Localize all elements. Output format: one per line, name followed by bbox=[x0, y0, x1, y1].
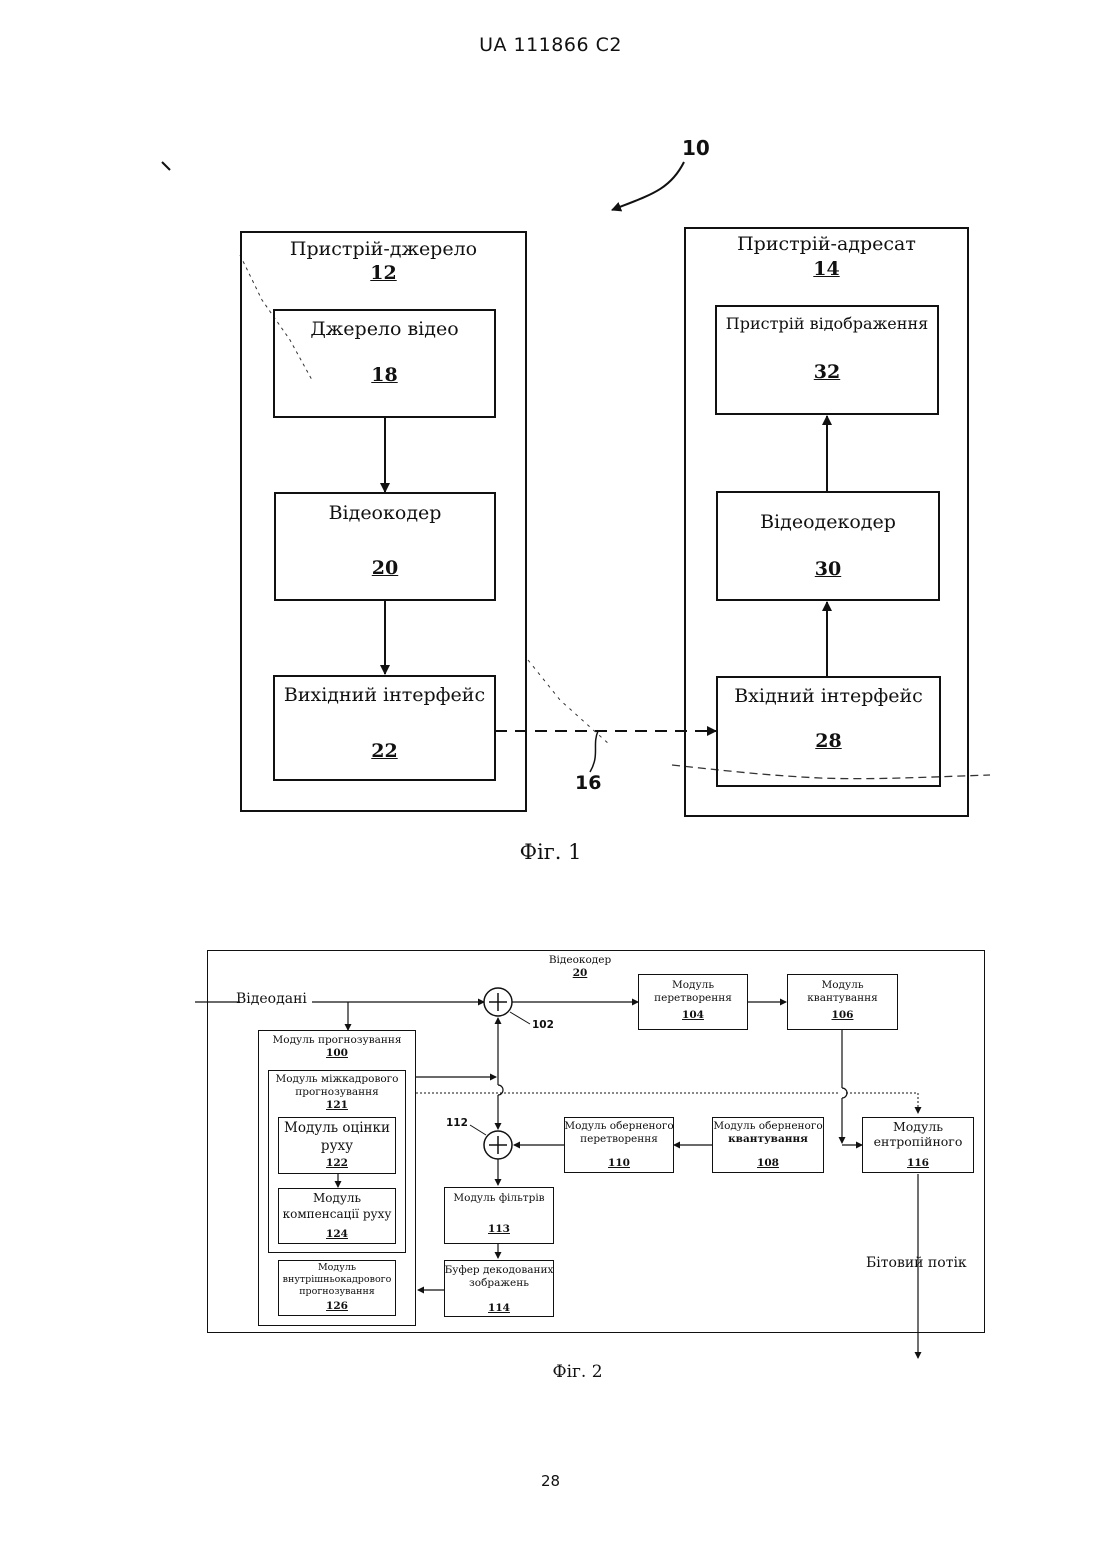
fig2-encoder-label: Відеокодер bbox=[530, 954, 630, 966]
summer-102-ref: 102 bbox=[532, 1019, 554, 1031]
prediction-module-ref: 100 bbox=[258, 1047, 416, 1059]
motion-estimation-label-1: Модуль оцінки bbox=[278, 1120, 396, 1136]
entropy-label-2: ентропійного bbox=[863, 1134, 973, 1149]
motion-compensation-label-2: компенсації руху bbox=[278, 1207, 396, 1221]
quantization-label-1: Модуль bbox=[787, 979, 898, 991]
fig2-caption: Фіг. 2 bbox=[0, 1362, 1101, 1382]
video-data-input-label: Відеодані bbox=[236, 991, 307, 1007]
motion-compensation-label-1: Модуль bbox=[278, 1191, 396, 1205]
inter-prediction-ref: 121 bbox=[268, 1099, 406, 1111]
page-number: 28 bbox=[0, 1472, 1101, 1490]
motion-estimation-ref: 122 bbox=[278, 1157, 396, 1169]
dpb-ref: 114 bbox=[444, 1302, 554, 1314]
transform-ref: 104 bbox=[638, 1009, 748, 1021]
inter-prediction-label-2: прогнозування bbox=[268, 1086, 406, 1098]
prediction-module-label: Модуль прогнозування bbox=[258, 1034, 416, 1046]
entropy-ref: 116 bbox=[863, 1157, 973, 1173]
motion-estimation-label-2: руху bbox=[278, 1138, 396, 1154]
summer-112-ref: 112 bbox=[446, 1117, 468, 1129]
inverse-quantization-label-1: Модуль оберненого bbox=[712, 1120, 824, 1132]
inverse-quantization-label-2: квантування bbox=[712, 1133, 824, 1145]
inter-prediction-label-1: Модуль міжкадрового bbox=[268, 1073, 406, 1085]
quantization-ref: 106 bbox=[787, 1009, 898, 1021]
transform-label-1: Модуль bbox=[638, 979, 748, 991]
inverse-transform-label-1: Модуль оберненого bbox=[564, 1120, 674, 1132]
intra-prediction-ref: 126 bbox=[278, 1300, 396, 1312]
motion-compensation-ref: 124 bbox=[278, 1228, 396, 1240]
quantization-label-2: квантування bbox=[787, 992, 898, 1004]
entropy-box: Модуль ентропійного кодування 116 bbox=[862, 1117, 974, 1173]
bitstream-output-label: Бітовий потік bbox=[866, 1255, 967, 1271]
inverse-transform-label-2: перетворення bbox=[564, 1133, 674, 1145]
fig2-encoder-ref: 20 bbox=[530, 967, 630, 979]
dpb-label-1: Буфер декодованих bbox=[444, 1264, 554, 1276]
inverse-transform-ref: 110 bbox=[564, 1157, 674, 1169]
filter-label: Модуль фільтрів bbox=[444, 1192, 554, 1204]
intra-prediction-label-3: прогнозування bbox=[278, 1286, 396, 1297]
entropy-label-1: Модуль bbox=[863, 1119, 973, 1134]
inverse-quantization-ref: 108 bbox=[712, 1157, 824, 1169]
dpb-label-2: зображень bbox=[444, 1277, 554, 1289]
transform-label-2: перетворення bbox=[638, 992, 748, 1004]
intra-prediction-label-2: внутрішньокадрового bbox=[278, 1274, 396, 1285]
intra-prediction-label-1: Модуль bbox=[278, 1262, 396, 1273]
filter-ref: 113 bbox=[444, 1223, 554, 1235]
